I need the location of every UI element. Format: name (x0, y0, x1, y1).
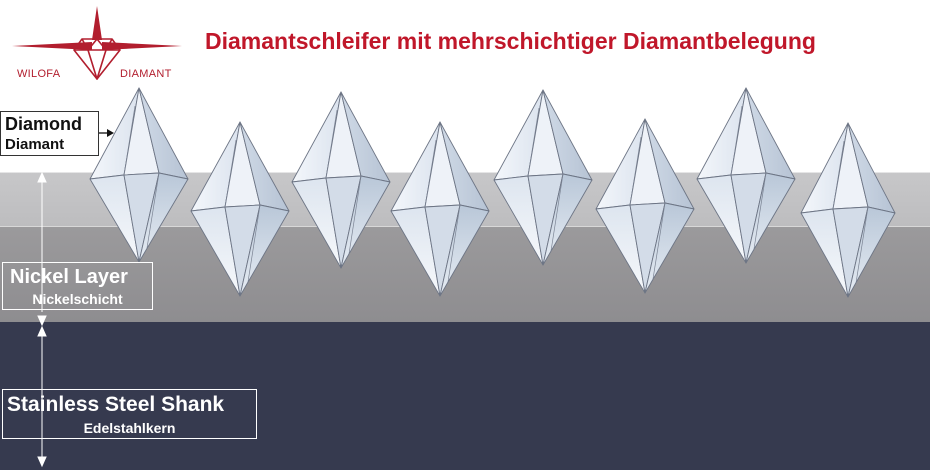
diamond-crystal (800, 122, 896, 298)
diamond-crystal (390, 121, 490, 297)
compass-star-diamond-logo-icon (12, 6, 182, 80)
diamond-crystals (89, 87, 896, 298)
page-title: Diamantschleifer mit mehrschichtiger Dia… (205, 28, 816, 54)
steel-label-en: Stainless Steel Shank (7, 393, 225, 416)
steel-shank-band (0, 322, 930, 470)
diamond-crystal (595, 118, 695, 294)
diamond-crystal (493, 89, 593, 266)
logo-right-text: DIAMANT (120, 68, 172, 80)
arrow-up-icon (37, 325, 47, 337)
arrow-down-icon (37, 315, 47, 327)
nickel-label-en: Nickel Layer (10, 266, 128, 288)
diamond-crystal (696, 87, 796, 264)
nickel-layer-label: Nickel Layer Nickelschicht (2, 262, 153, 310)
arrow-down-icon (37, 456, 47, 468)
diamond-label-de: Diamant (5, 136, 65, 153)
wilofa-logo: WILOFA DIAMANT (10, 4, 185, 82)
steel-shank-label: Stainless Steel Shank Edelstahlkern (2, 389, 257, 439)
arrow-right-icon (107, 129, 114, 137)
diamond-label: Diamond Diamant (0, 111, 99, 156)
diamond-label-en: Diamond (5, 114, 83, 134)
diamond-crystal (291, 91, 391, 269)
logo-left-text: WILOFA (17, 68, 61, 80)
arrow-up-icon (37, 171, 47, 183)
diamond-crystal (190, 121, 290, 297)
nickel-label-de: Nickelschicht (32, 291, 123, 307)
steel-label-de: Edelstahlkern (83, 420, 176, 436)
diamond-crystal (89, 87, 189, 263)
